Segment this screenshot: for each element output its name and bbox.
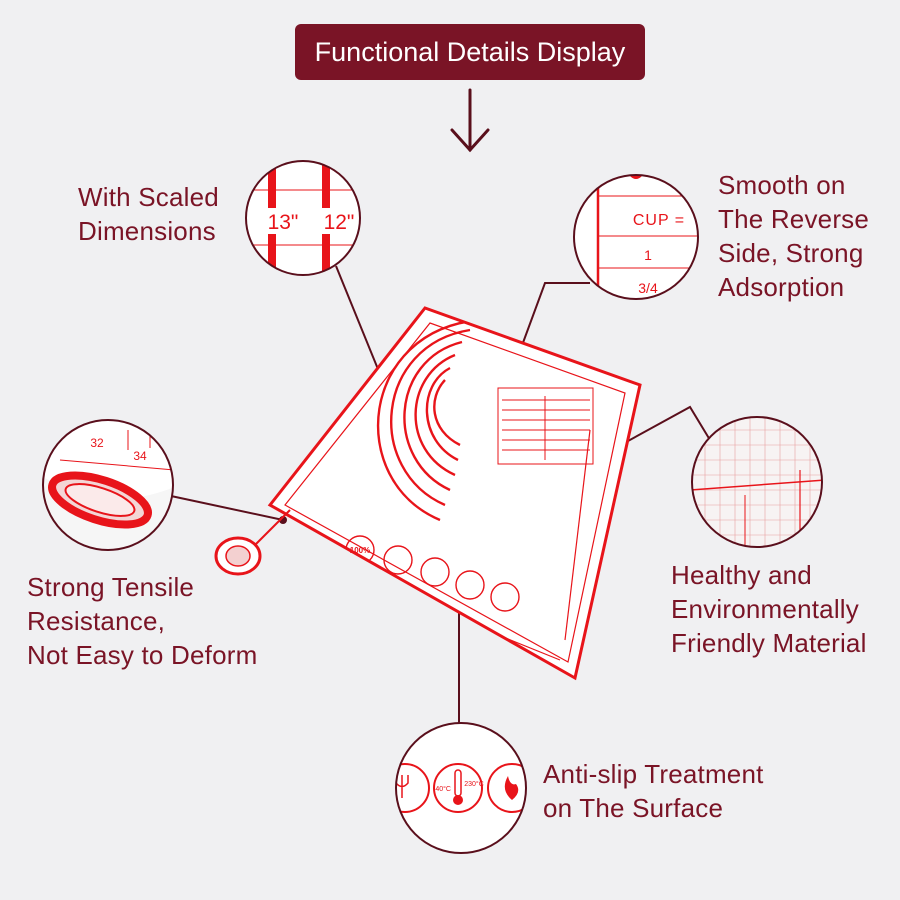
callout-line: Side, Strong: [718, 238, 864, 268]
zoom-material-texture: [691, 416, 823, 548]
cup-label: CUP =: [633, 212, 685, 229]
callout-line: Environmentally: [671, 594, 859, 624]
scale-mark-13: 13": [268, 211, 299, 234]
callout-line: Not Easy to Deform: [27, 640, 258, 670]
callout-line: Smooth on: [718, 170, 846, 200]
callout-line: on The Surface: [543, 793, 724, 823]
roll-mark-32: 32: [90, 436, 104, 450]
cup-value-1: 1: [644, 247, 652, 263]
scale-mark-12: 12": [324, 211, 355, 234]
callout-line: Healthy and: [671, 560, 812, 590]
flame-icon: [504, 776, 519, 800]
callout-line: Friendly Material: [671, 628, 867, 658]
callout-line: Dimensions: [78, 216, 216, 246]
callout-anti-slip: Anti-slip Treatment on The Surface: [543, 757, 764, 825]
callout-tensile-resistance: Strong Tensile Resistance, Not Easy to D…: [27, 570, 257, 672]
callout-line: The Reverse: [718, 204, 870, 234]
callout-healthy-material: Healthy and Environmentally Friendly Mat…: [671, 558, 867, 660]
thermometer-icon: [453, 769, 463, 805]
cup-value-3-4: 3/4: [638, 280, 658, 296]
baking-mat: 100%: [214, 306, 642, 681]
temp-min: -40°C: [433, 785, 451, 793]
zoom-tensile-roll: 32 34: [42, 419, 174, 551]
zoom-reverse-side: CUP = 1 3/4: [573, 174, 699, 300]
callout-line: Adsorption: [718, 272, 845, 302]
zoom-antislip-icons: -40°C 230°C: [395, 722, 527, 854]
callout-line: Resistance,: [27, 606, 166, 636]
callout-line: Strong Tensile: [27, 572, 195, 602]
roll-mark-34: 34: [133, 449, 147, 463]
callout-reverse-side: Smooth on The Reverse Side, Strong Adsor…: [718, 168, 869, 304]
callout-line: With Scaled: [78, 182, 219, 212]
mat-badge: 100%: [350, 546, 370, 555]
zoom-scaled-dimensions: 13" 12": [245, 160, 361, 276]
title-banner: Functional Details Display: [295, 24, 645, 80]
temp-max: 230°C: [464, 780, 484, 788]
callout-scaled-dimensions: With Scaled Dimensions: [78, 180, 219, 248]
down-arrow-icon: [450, 88, 490, 153]
callout-line: Anti-slip Treatment: [543, 759, 764, 789]
